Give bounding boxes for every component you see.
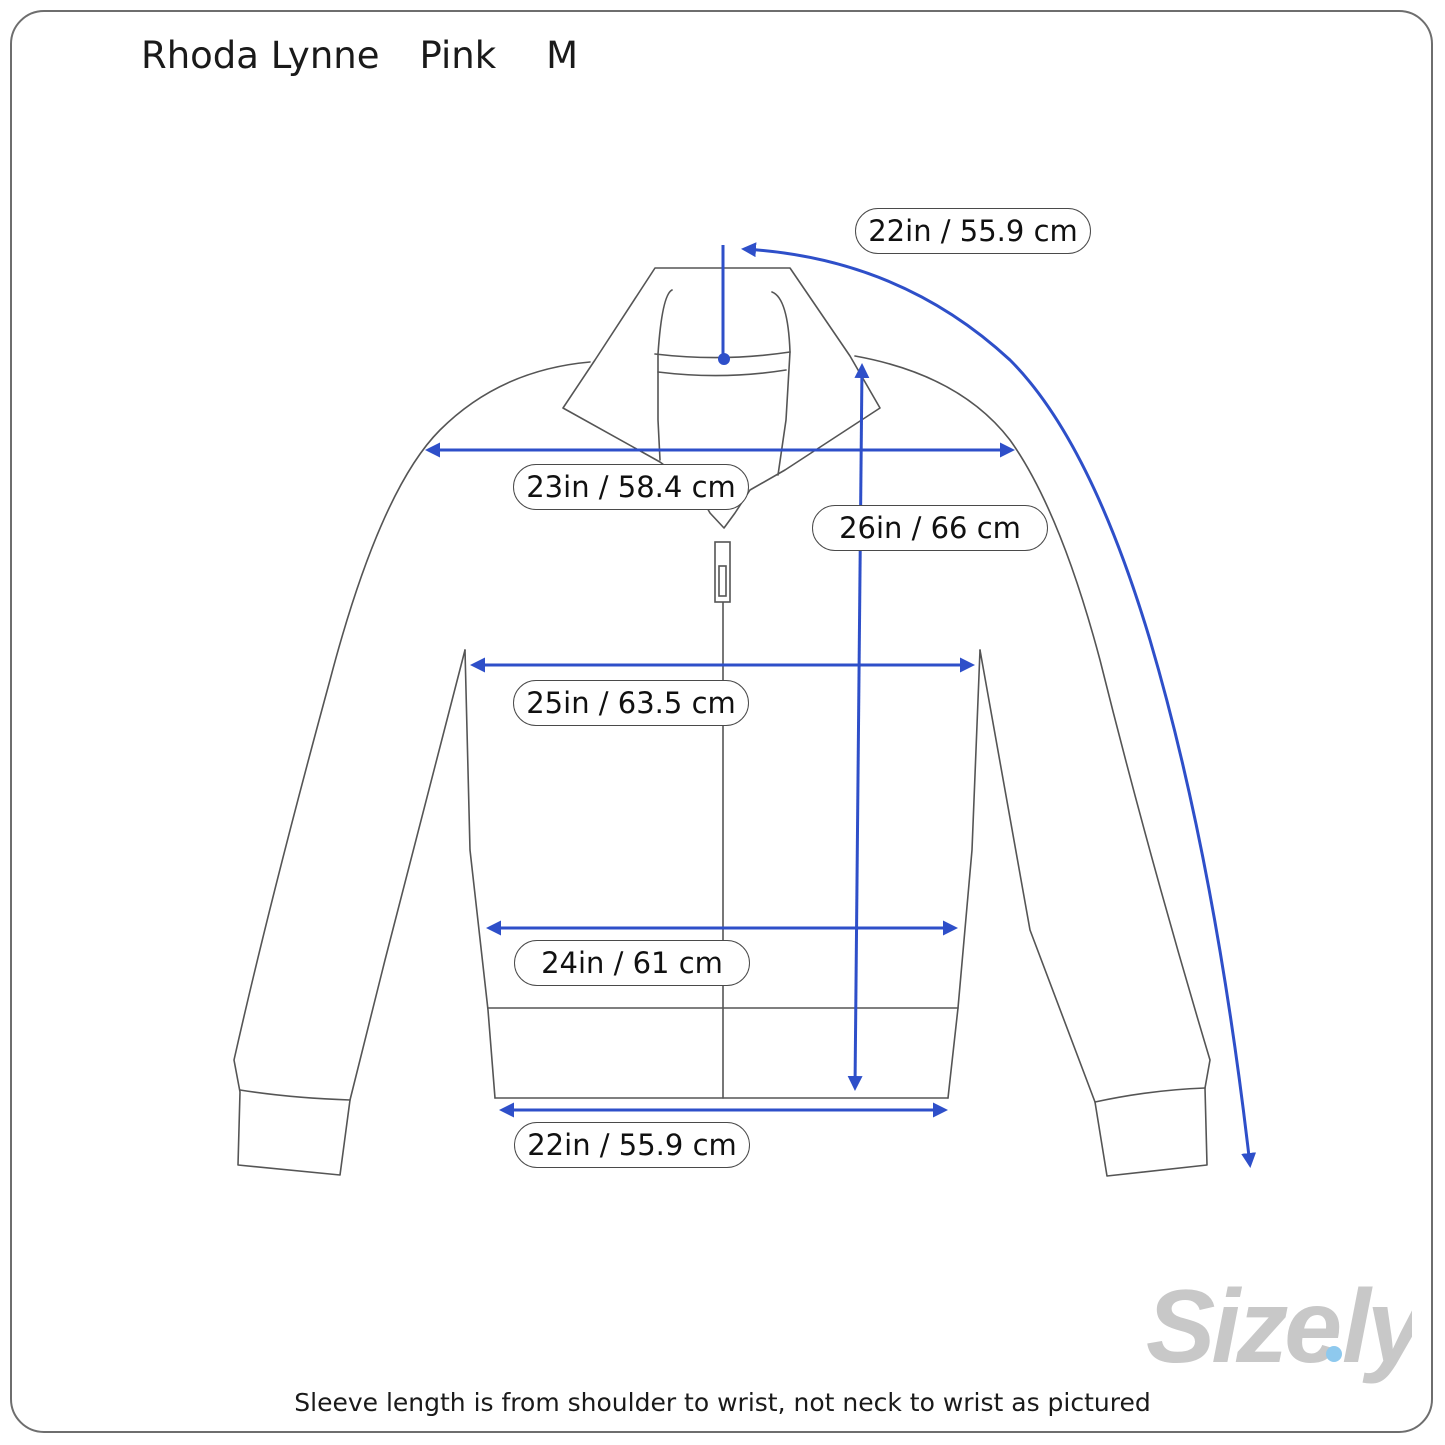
zipper-pull [714,541,731,603]
length-measure-label: 26in / 66 cm [812,505,1048,551]
left-body-side [464,649,496,1099]
left-sleeve-outline [233,361,591,1176]
measurement-lines [425,242,1257,1168]
right-sleeve-outline [854,355,1211,1177]
collar-inner-right [771,291,791,476]
product-header: Rhoda Lynne Pink M [141,34,578,77]
left-cuff [239,1089,351,1101]
sizely-logo: Size ly [1146,1269,1412,1385]
hem-measure-label: 22in / 55.9 cm [514,1122,750,1168]
brand-name: Rhoda Lynne [141,34,380,77]
waist-measure-label: 25in / 63.5 cm [513,680,749,726]
sleeve-measure-label: 22in / 55.9 cm [855,208,1091,254]
neck-marker-dot [718,353,730,365]
right-cuff [1094,1087,1206,1103]
hip-measure-label: 24in / 61 cm [514,940,750,986]
footnote: Sleeve length is from shoulder to wrist,… [294,1388,1151,1417]
svg-text:Size: Size [1146,1269,1339,1385]
product-color: Pink [419,34,497,77]
length-measure-line [847,363,870,1091]
chest-measure-label: 23in / 58.4 cm [513,464,749,510]
product-size: M [546,34,579,77]
sleeve-measure-line [741,242,1257,1168]
svg-text:ly: ly [1342,1269,1412,1385]
collar-inner-left [657,289,673,461]
right-body-side [947,649,981,1099]
